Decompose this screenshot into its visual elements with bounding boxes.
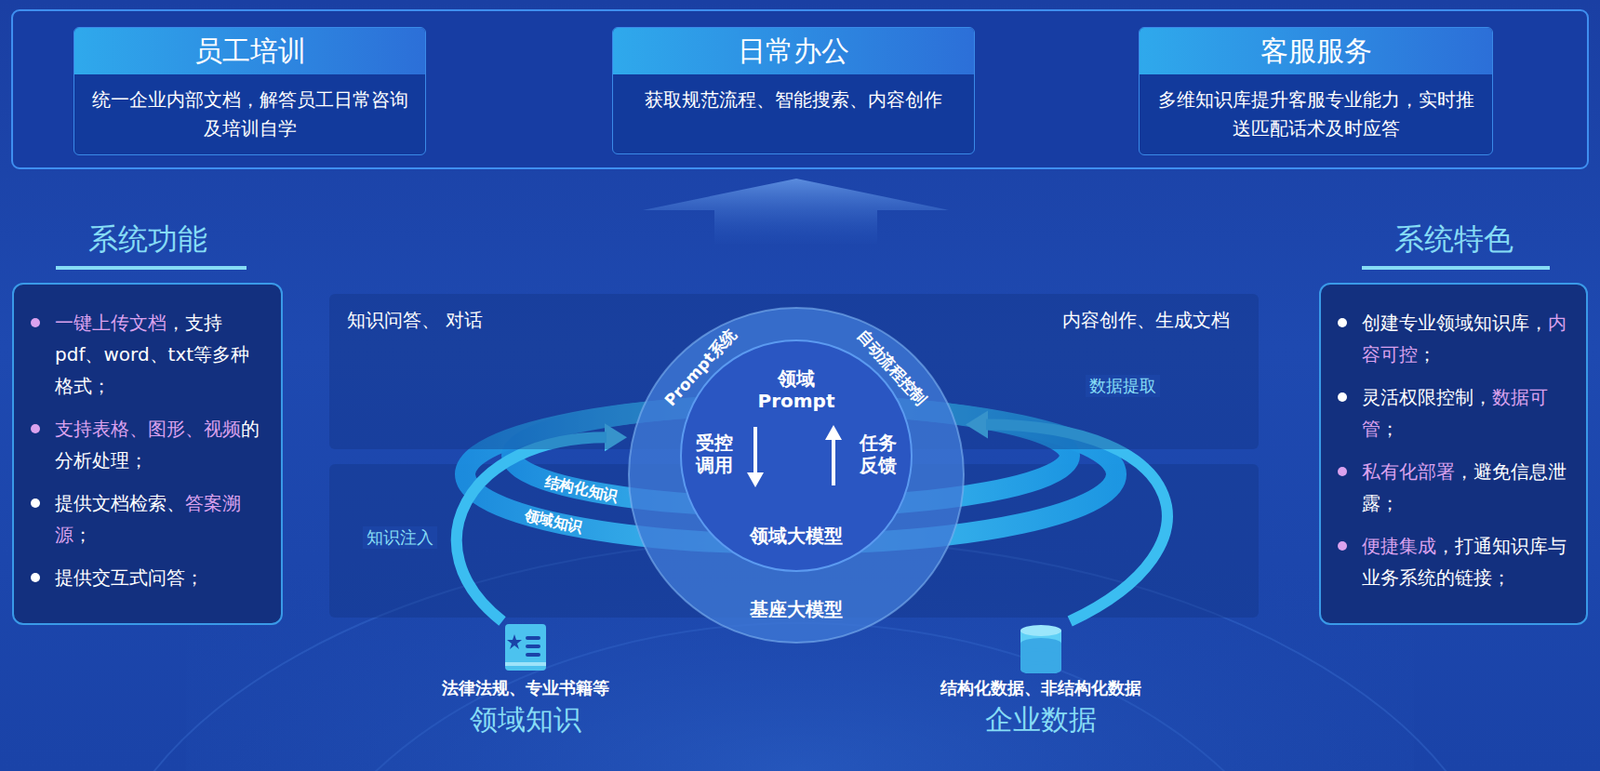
bullet-text: ； (73, 523, 93, 547)
icon-caption: 法律法规、专业书籍等 (409, 677, 642, 700)
db-layer-bottom (1020, 664, 1062, 674)
book-star (506, 634, 522, 650)
bullet-item: 灵活权限控制，数据可管； (1361, 381, 1574, 445)
book-icon (499, 621, 552, 674)
band-text: 内容创作、生成文档 (1062, 306, 1230, 334)
card-node: 客服服务多维知识库提升客服专业能力，实时推送匹配话术及时应答 (1138, 26, 1494, 156)
bullet-item: 提供文档检索、答案溯源； (54, 487, 268, 551)
ribbon-label: 结构化知识 (543, 472, 620, 507)
top-panel (12, 10, 1588, 169)
circle-text: 领域大模型 (749, 524, 843, 547)
card-body: 统一企业内部文档，解答员工日常咨询及培训自学 (74, 74, 426, 155)
up-arrow (831, 438, 836, 486)
bullet-text: ； (1417, 343, 1437, 366)
up-arrow-head (825, 425, 842, 440)
icon-title: 领域知识 (409, 703, 642, 737)
db-top (1020, 625, 1062, 637)
panel-heading: 系统功能 (13, 219, 281, 259)
heading-underline (1361, 266, 1550, 270)
bullet-text: 支持表格、图形、视频 (54, 417, 241, 440)
bullet-item: 一键上传文档，支持pdf、word、txt等多种格式； (54, 306, 268, 402)
card-body: 获取规范流程、智能搜索、内容创作 (613, 74, 974, 126)
connector-arrow (456, 423, 627, 622)
book-line (525, 644, 541, 649)
bullet-dot (1337, 392, 1347, 402)
heading-underline (55, 266, 247, 270)
card-body: 多维知识库提升客服专业能力，实时推送匹配话术及时应答 (1139, 74, 1493, 155)
circle-node: Prompt系统自动流程控制基座大模型领域 Prompt受控调用任务反馈领域大模… (626, 306, 966, 645)
down-arrow (753, 426, 758, 475)
book-line (525, 636, 541, 640)
card-title: 日常办公 (613, 27, 974, 75)
card-header: 客服服务 (1139, 27, 1493, 75)
bullet-dot (30, 318, 40, 328)
arrow-line (456, 437, 607, 622)
card-header: 日常办公 (613, 27, 974, 75)
bullet-text: 创建专业领域知识库， (1361, 311, 1548, 334)
ribbon-label: 领域知识 (522, 506, 586, 538)
floor-arc (279, 623, 1321, 771)
down-arrow-head (746, 472, 764, 488)
inner-node: 领域 Prompt 受控调用 任务反馈领域大模型 (679, 338, 914, 574)
band-text: 知识问答、 对话 (346, 306, 483, 334)
bullet-dot (1337, 541, 1347, 551)
edge-label: 数据提取 (1085, 374, 1160, 398)
bullet-item: 便捷集成，打通知识库与业务系统的链接； (1361, 530, 1574, 594)
up-arrow (642, 178, 949, 244)
bullet-text: ； (1380, 417, 1400, 440)
icon-node: 结构化数据、非结构化数据企业数据 (920, 621, 1162, 737)
circle-text: 基座大模型 (749, 598, 843, 621)
edge-label: 知识注入 (362, 526, 438, 549)
bullet-item: 支持表格、图形、视频的分析处理； (54, 413, 268, 477)
icon-holder (1014, 621, 1067, 674)
icon-holder (499, 621, 552, 674)
panel-heading: 系统特色 (1320, 219, 1587, 259)
card-node: 日常办公获取规范流程、智能搜索、内容创作 (612, 26, 975, 155)
db-layer-bottom (1020, 651, 1062, 663)
bullet-text: 灵活权限控制， (1361, 386, 1493, 409)
circle-text: 受控调用 (694, 431, 734, 477)
bullet-text: 一键上传文档 (54, 311, 167, 334)
db-icon (1014, 621, 1067, 674)
icon-title: 企业数据 (920, 703, 1162, 737)
icon-node: 法律法规、专业书籍等领域知识 (409, 621, 642, 737)
bullet-dot (1337, 466, 1347, 477)
book-edge (505, 662, 547, 667)
card-node: 员工培训统一企业内部文档，解答员工日常咨询及培训自学 (73, 26, 427, 156)
bullet-dot (30, 573, 40, 583)
panel-node: 系统特色创建专业领域知识库，内容可控；灵活权限控制，数据可管；私有化部署，避免信… (1319, 282, 1588, 626)
bullet-text: 提供文档检索、 (54, 492, 186, 515)
bullet-item: 提供交互式问答； (54, 561, 268, 594)
inner-circle (680, 340, 912, 572)
icon-caption: 结构化数据、非结构化数据 (920, 677, 1162, 700)
panel-node: 系统功能一键上传文档，支持pdf、word、txt等多种格式；支持表格、图形、视… (12, 282, 283, 626)
book-body (505, 624, 547, 671)
book-line (525, 653, 541, 657)
card-header: 员工培训 (74, 27, 426, 75)
circle-text: 领域 Prompt (757, 367, 836, 413)
outer-circle (628, 307, 964, 643)
bullet-dot (1337, 318, 1347, 328)
bullet-text: 提供交互式问答； (54, 566, 204, 589)
card-title: 客服服务 (1139, 27, 1493, 75)
bullet-item: 私有化部署，避免信息泄露； (1361, 455, 1574, 520)
bullet-text: 便捷集成 (1361, 534, 1437, 558)
bullet-dot (30, 424, 40, 434)
bullet-dot (30, 498, 40, 508)
arrow-line (986, 424, 1168, 622)
card-title: 员工培训 (74, 27, 426, 75)
bullet-item: 创建专业领域知识库，内容可控； (1361, 306, 1574, 371)
bullet-text: 私有化部署 (1361, 460, 1455, 483)
circle-text: 任务反馈 (858, 431, 898, 477)
db-layer-bottom (1020, 638, 1062, 650)
